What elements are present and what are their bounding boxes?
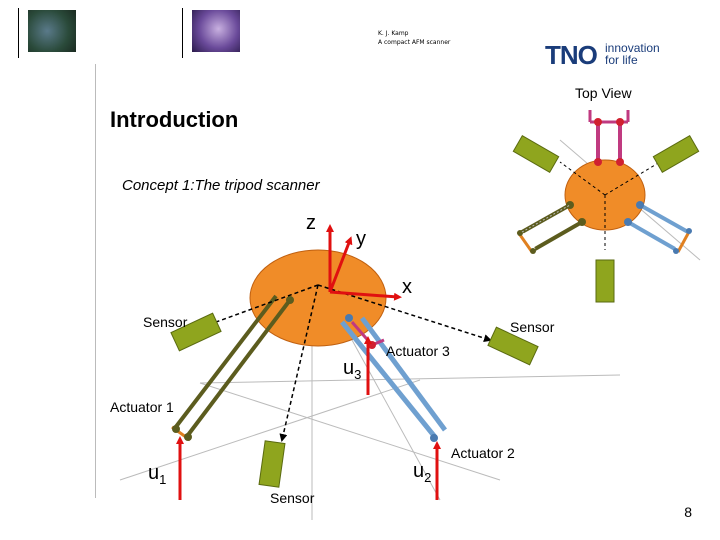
slide-title: Introduction	[110, 107, 239, 132]
header-photo-1	[28, 10, 76, 52]
tagline-line-1: innovation	[605, 41, 660, 55]
page-number: 8	[684, 504, 692, 520]
top-view-diagram	[512, 110, 700, 303]
axis-x-label: x	[402, 276, 412, 298]
axis-y-label: y	[356, 228, 366, 250]
actuator-1-label: Actuator 1	[110, 399, 174, 415]
tno-logo-text: TNO	[545, 40, 598, 70]
tagline-line-2: for life	[605, 53, 638, 67]
actuator-2-label: Actuator 2	[451, 445, 515, 461]
input-u2-label: u2	[413, 460, 431, 485]
document-title: A compact AFM scanner	[378, 39, 451, 46]
input-u3-index: 3	[354, 367, 362, 382]
actuator-3-label: Actuator 3	[386, 343, 450, 359]
input-u3-label: u3	[343, 357, 361, 382]
slide-frame-line	[95, 64, 96, 498]
header-divider-left	[18, 8, 19, 58]
sensor-label-bottom: Sensor	[270, 490, 315, 506]
slide-subtitle: Concept 1:The tripod scanner	[122, 177, 320, 194]
input-u2-symbol: u	[413, 460, 425, 482]
input-u3-symbol: u	[343, 357, 355, 379]
header-divider-mid	[182, 8, 183, 58]
axis-z-label: z	[306, 212, 316, 234]
input-u1-label: u1	[148, 462, 166, 487]
input-u1-symbol: u	[148, 462, 160, 484]
top-view-label: Top View	[575, 85, 632, 101]
header-photo-2	[192, 10, 240, 52]
tno-logo: TNO	[545, 40, 598, 71]
input-u2-index: 2	[424, 470, 432, 485]
main-view-diagram	[170, 224, 539, 500]
input-u1-index: 1	[159, 472, 167, 487]
tno-tagline: innovation for life	[605, 42, 660, 66]
author-name: K. J. Kamp	[378, 30, 409, 37]
sensor-label-left: Sensor	[143, 314, 188, 330]
sensor-label-right: Sensor	[510, 319, 555, 335]
